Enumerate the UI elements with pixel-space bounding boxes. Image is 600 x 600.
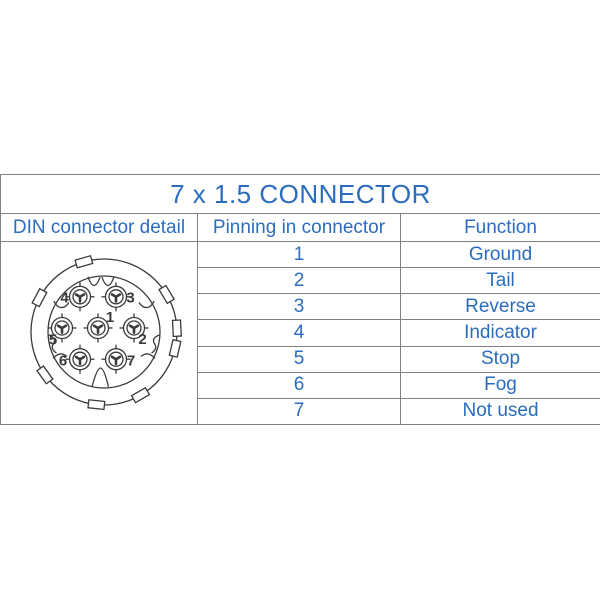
pin-2	[119, 313, 149, 343]
pin-number-cell: 6	[197, 371, 401, 399]
din-connector-diagram: 1 2 3 4 5 6 7	[30, 254, 182, 411]
pin-number-cell: 1	[197, 240, 401, 269]
pin-label-3: 3	[126, 290, 134, 307]
pin-1	[83, 313, 113, 343]
title-row: 7 x 1.5 CONNECTOR	[0, 174, 600, 214]
pin-label-5: 5	[49, 332, 57, 349]
pin-number-cell: 7	[197, 397, 401, 426]
function-cell: Ground	[399, 240, 600, 269]
function-cell: Indicator	[399, 319, 600, 347]
pin-7	[101, 344, 131, 374]
function-cell: Stop	[399, 345, 600, 373]
table-row: 5 Stop	[1, 345, 600, 373]
function-cell: Fog	[399, 371, 600, 399]
function-cell: Tail	[399, 267, 600, 295]
pin-label-7: 7	[127, 353, 135, 370]
function-cell: Not used	[399, 397, 600, 426]
pin-label-4: 4	[60, 290, 69, 307]
table-row: 6 Fog	[1, 371, 600, 399]
connector-table: 7 x 1.5 CONNECTOR DIN connector detail P…	[0, 174, 600, 426]
column-header-pinning-in-connector: Pinning in connector	[197, 213, 401, 242]
pin-5	[47, 313, 77, 343]
table-title: 7 x 1.5 CONNECTOR	[0, 174, 600, 214]
connector-pin-labels: 1 2 3 4 5 6 7	[49, 290, 147, 370]
connector-rim-tabs	[31, 254, 182, 411]
table-row: 3 Reverse	[1, 293, 600, 321]
pin-label-6: 6	[59, 353, 67, 370]
table-row: 4 Indicator	[1, 319, 600, 347]
pin-4	[65, 282, 95, 312]
function-cell: Reverse	[399, 293, 600, 321]
pin-number-cell: 2	[197, 267, 401, 295]
column-header-function: Function	[399, 213, 600, 242]
pin-label-1: 1	[106, 309, 114, 326]
pin-number-cell: 4	[197, 319, 401, 347]
column-header-din-connector-detail: DIN connector detail	[0, 213, 198, 242]
pin-3	[101, 282, 131, 312]
pin-number-cell: 5	[197, 345, 401, 373]
connector-pins	[47, 282, 149, 374]
pin-6	[65, 344, 95, 374]
connector-keying-notches	[48, 276, 160, 387]
pin-label-2: 2	[138, 331, 146, 348]
table-row: 2 Tail	[1, 267, 600, 295]
table-row: 7 Not used	[1, 397, 600, 426]
pin-number-cell: 3	[197, 293, 401, 321]
din-connector-detail-cell: 1 2 3 4 5 6 7	[0, 241, 198, 425]
header-row: DIN connector detail Pinning in connecto…	[0, 213, 600, 242]
table-row: 1 2 3 4 5 6 7 1 Ground	[0, 240, 600, 425]
